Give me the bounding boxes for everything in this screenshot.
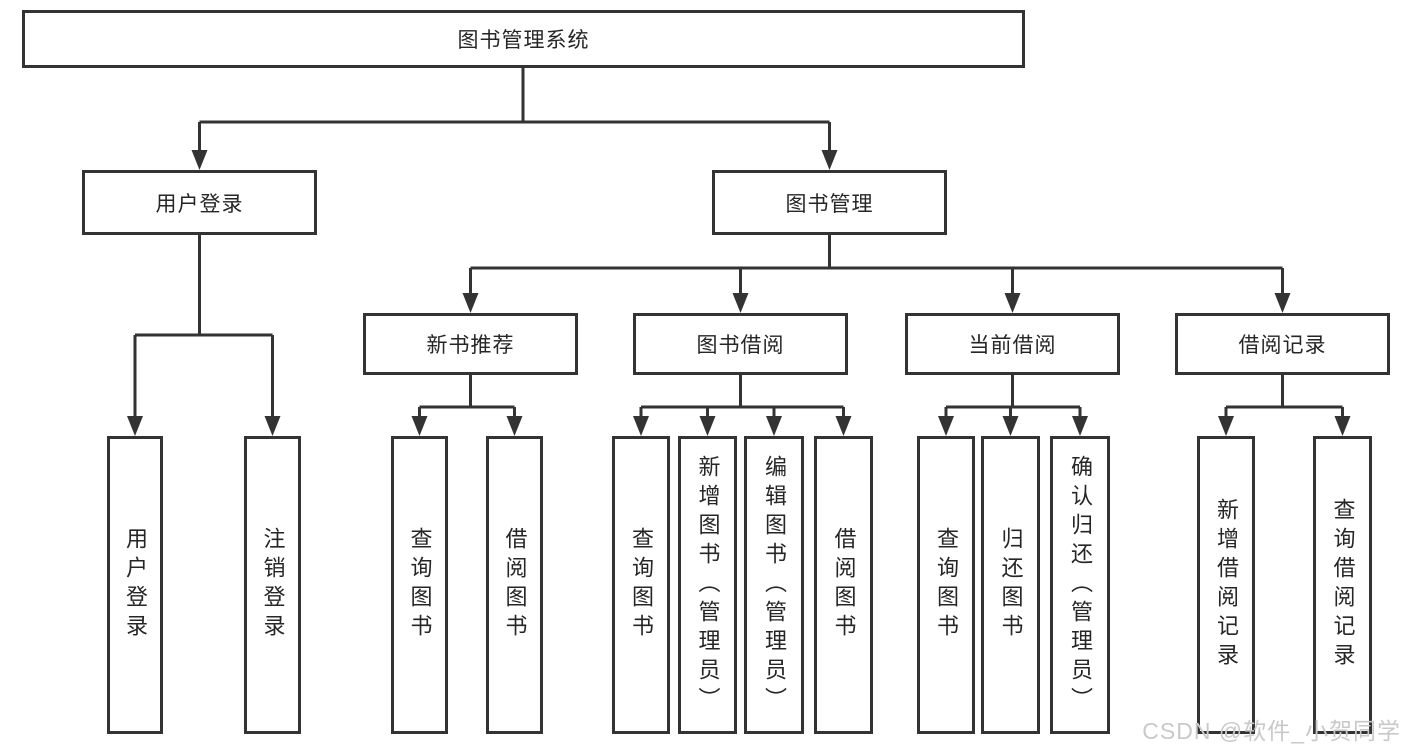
arrowhead <box>1334 416 1351 436</box>
leaf-label: 查询图书 <box>934 527 959 643</box>
node-label: 图书管理系统 <box>457 29 590 52</box>
arrowhead <box>633 416 649 436</box>
leaf-query-books-recommend: 查询图书 <box>391 436 448 734</box>
leaf-label: 确认归还（管理员） <box>1068 454 1093 716</box>
leaf-label: 查询图书 <box>629 527 654 643</box>
node-label: 图书管理 <box>785 192 874 216</box>
node-label: 新书推荐 <box>426 334 515 357</box>
arrowhead <box>1072 416 1088 436</box>
leaf-edit-book-admin: 编辑图书（管理员） <box>744 436 804 734</box>
node-new-book-recommendation: 新书推荐 <box>363 313 578 375</box>
leaf-label: 借阅图书 <box>831 527 857 643</box>
csdn-watermark: CSDN @软件_小贺同学 <box>1142 718 1401 744</box>
arrowhead <box>127 416 143 436</box>
connector-bookborrow-to-leaves <box>639 375 845 418</box>
node-label: 图书借阅 <box>696 334 785 357</box>
node-label: 借阅记录 <box>1238 334 1327 357</box>
arrowhead <box>1218 416 1234 436</box>
node-user-login: 用户登录 <box>82 170 317 235</box>
arrowhead <box>699 416 716 436</box>
connector-currentborrow-to-leaves <box>944 375 1082 418</box>
arrowhead <box>191 150 208 170</box>
leaf-borrow-books-recommend: 借阅图书 <box>486 436 543 734</box>
arrowhead <box>766 416 782 436</box>
leaf-add-book-admin: 新增图书（管理员） <box>678 436 737 734</box>
leaf-user-login: 用户登录 <box>107 436 163 734</box>
node-book-borrowing: 图书借阅 <box>633 313 848 375</box>
leaf-label: 用户登录 <box>123 527 148 643</box>
leaf-add-borrow-record: 新增借阅记录 <box>1197 436 1255 734</box>
node-label: 用户登录 <box>155 192 244 216</box>
node-label: 当前借阅 <box>968 334 1057 357</box>
leaf-return-book: 归还图书 <box>981 436 1040 734</box>
leaf-confirm-return-admin: 确认归还（管理员） <box>1050 436 1110 734</box>
arrowhead <box>1002 416 1019 436</box>
leaf-logout: 注销登录 <box>244 436 301 734</box>
connector-root-to-level2 <box>198 68 831 152</box>
leaf-label: 注销登录 <box>260 527 286 643</box>
connector-records-to-leaves <box>1224 375 1344 418</box>
node-current-borrowing: 当前借阅 <box>905 313 1120 375</box>
connector-bookmgmt-to-level3 <box>469 235 1284 295</box>
node-borrowing-records: 借阅记录 <box>1175 313 1390 375</box>
arrowhead <box>835 416 852 436</box>
leaf-label: 查询借阅记录 <box>1330 498 1356 672</box>
arrowhead <box>462 293 479 313</box>
leaf-label: 新增借阅记录 <box>1214 498 1239 672</box>
leaf-borrow-books-borrowing: 借阅图书 <box>814 436 873 734</box>
arrowhead <box>411 416 428 436</box>
arrowhead <box>1274 293 1291 313</box>
arrowhead <box>938 416 954 436</box>
leaf-label: 新增图书（管理员） <box>695 454 721 716</box>
arrowhead <box>821 150 838 170</box>
arrowhead <box>506 416 523 436</box>
leaf-label: 编辑图书（管理员） <box>762 454 787 716</box>
connector-userlogin-to-leaves <box>133 235 274 418</box>
leaf-query-books-current: 查询图书 <box>917 436 975 734</box>
leaf-query-borrow-record: 查询借阅记录 <box>1313 436 1372 734</box>
arrowhead <box>1004 293 1021 313</box>
leaf-label: 借阅图书 <box>502 527 528 643</box>
node-book-management: 图书管理 <box>712 170 947 235</box>
connector-newbook-to-leaves <box>418 375 516 418</box>
leaf-query-books-borrowing: 查询图书 <box>612 436 670 734</box>
arrowhead <box>732 293 749 313</box>
leaf-label: 归还图书 <box>998 527 1024 643</box>
node-library-management-system: 图书管理系统 <box>22 10 1025 68</box>
leaf-label: 查询图书 <box>407 527 433 643</box>
arrowhead <box>264 416 281 436</box>
